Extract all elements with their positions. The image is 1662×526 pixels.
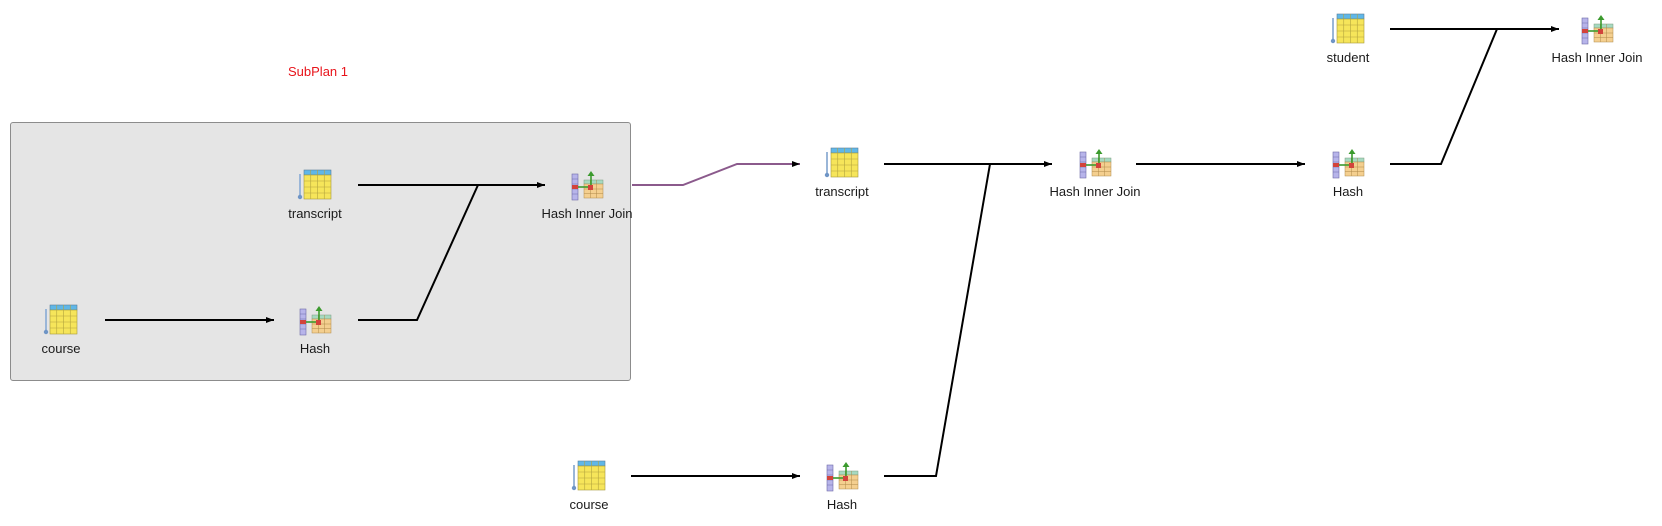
node-label: Hash — [826, 497, 858, 512]
hash-join-icon — [569, 168, 605, 202]
node-course[interactable]: course — [524, 459, 654, 512]
hash-join-icon — [1077, 146, 1113, 180]
node-hash-inner-join-top[interactable]: Hash Inner Join — [1532, 12, 1662, 65]
node-hash-course[interactable]: Hash — [777, 459, 907, 512]
node-hash-join[interactable]: Hash — [1283, 146, 1413, 199]
node-label: transcript — [288, 206, 342, 221]
node-label: course — [569, 497, 609, 512]
subplan-container[interactable] — [10, 122, 631, 381]
node-label: student — [1326, 50, 1370, 65]
edge-hash-course-to-join-mid — [884, 163, 991, 477]
node-label: Hash Inner Join — [1551, 50, 1643, 65]
edge-subplan-to-transcript — [632, 161, 800, 186]
node-sp-hash-inner-join[interactable]: Hash Inner Join — [522, 168, 652, 221]
table-scan-icon — [297, 168, 333, 202]
node-label: transcript — [815, 184, 869, 199]
node-hash-inner-join-mid[interactable]: Hash Inner Join — [1030, 146, 1160, 199]
node-transcript[interactable]: transcript — [777, 146, 907, 199]
node-sp-course[interactable]: course — [0, 303, 126, 356]
node-label: course — [41, 341, 81, 356]
node-student[interactable]: student — [1283, 12, 1413, 65]
node-label: Hash Inner Join — [1049, 184, 1141, 199]
node-label: Hash Inner Join — [541, 206, 633, 221]
node-label: Hash — [299, 341, 331, 356]
node-label: Hash — [1332, 184, 1364, 199]
table-scan-icon — [571, 459, 607, 493]
hash-icon — [824, 459, 860, 493]
hash-icon — [297, 303, 333, 337]
subplan-title: SubPlan 1 — [288, 64, 348, 79]
node-sp-hash[interactable]: Hash — [250, 303, 380, 356]
table-scan-icon — [43, 303, 79, 337]
table-scan-icon — [1330, 12, 1366, 46]
table-scan-icon — [824, 146, 860, 180]
edge-sp-hash-to-sp-join — [358, 184, 479, 321]
edge-hash-join-to-join-top — [1390, 28, 1498, 165]
hash-icon — [1330, 146, 1366, 180]
node-sp-transcript[interactable]: transcript — [250, 168, 380, 221]
hash-join-icon — [1579, 12, 1615, 46]
